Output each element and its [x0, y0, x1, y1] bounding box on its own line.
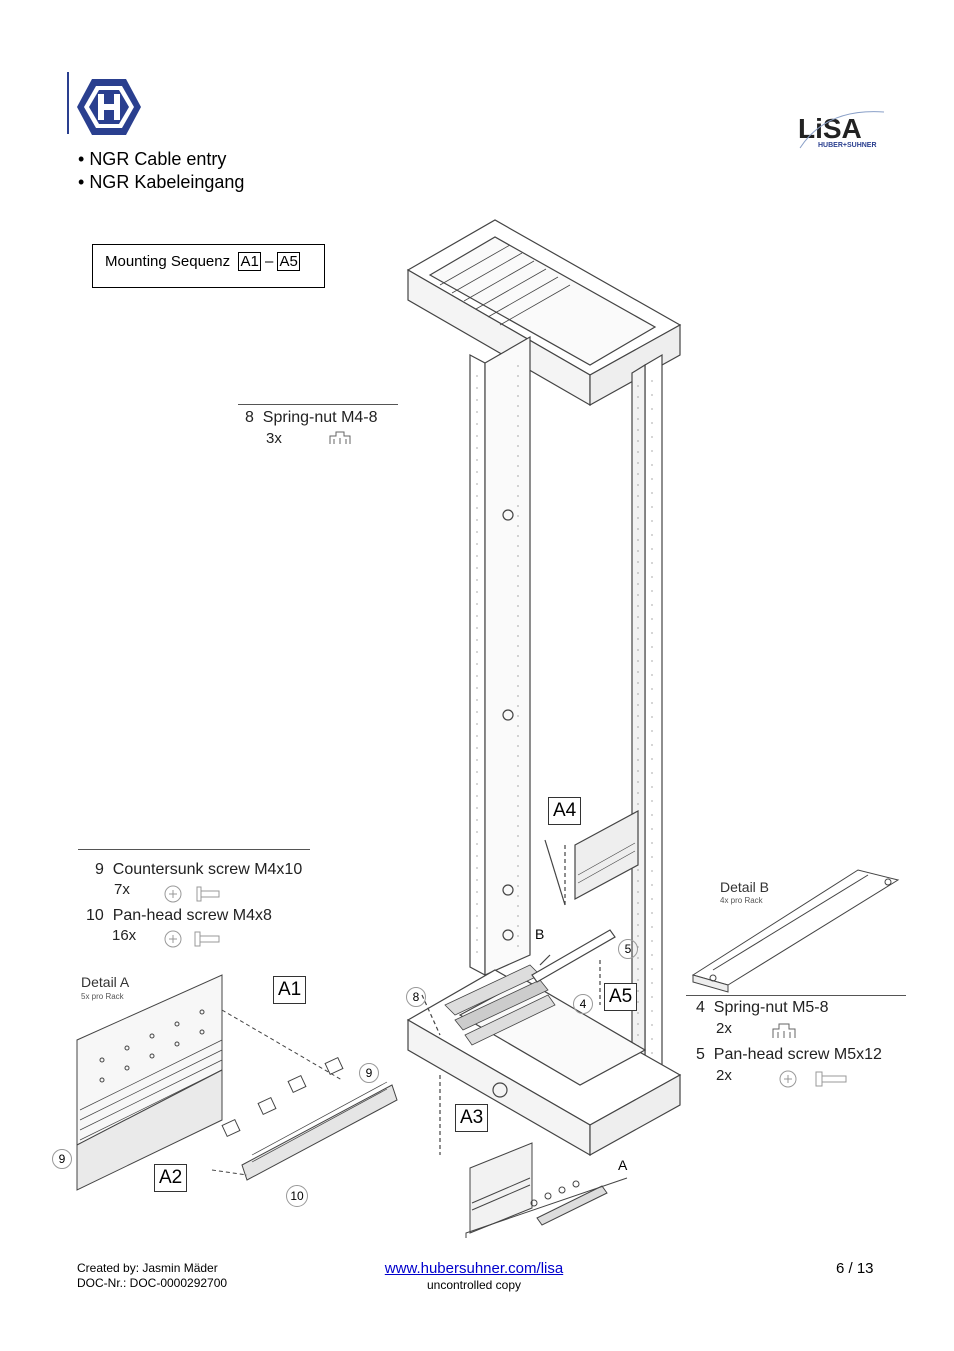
callout-letter-b: B — [535, 926, 545, 942]
rack-drawing — [406, 219, 682, 1157]
callout-a2: A2 — [154, 1164, 188, 1192]
detail-a3-drawing — [465, 1142, 628, 1238]
callout-num-4: 4 — [573, 994, 593, 1014]
part-9-num: 9 — [95, 861, 104, 878]
hubersuhner-logo — [76, 78, 142, 141]
part-9-qty: 7x — [114, 881, 130, 898]
part-5-qty: 2x — [716, 1067, 732, 1084]
spring-nut-icon — [329, 431, 351, 444]
bullet-german: NGR Kabeleingang — [78, 171, 244, 194]
part-5-name: 5 Pan-head screw M5x12 — [696, 1046, 882, 1064]
pan-head-screw-m5-icon — [779, 1070, 847, 1088]
callout-a5: A5 — [604, 983, 638, 1011]
part-4-name: 4 Spring-nut M5-8 — [696, 999, 829, 1017]
part-8-qty: 3x — [266, 430, 282, 447]
detail-b-sub: 4x pro Rack — [720, 896, 763, 905]
detail-b-title: Detail B — [720, 879, 770, 895]
part-9-label: Countersunk screw M4x10 — [112, 861, 303, 878]
part-9-name: 9 Countersunk screw M4x10 — [95, 861, 302, 879]
part4-rule — [686, 995, 906, 996]
sequence-label: Mounting Sequenz — [105, 253, 231, 270]
callout-num-9a: 9 — [359, 1063, 379, 1083]
footer-created: Created by: Jasmin Mäder — [77, 1261, 218, 1275]
callout-num-8: 8 — [406, 987, 426, 1007]
part-10-name: 10 Pan-head screw M4x8 — [86, 907, 272, 925]
part-10-num: 10 — [86, 907, 104, 924]
bullet-english: NGR Cable entry — [78, 148, 244, 171]
callout-a4: A4 — [548, 797, 582, 825]
part-4-num: 4 — [696, 999, 705, 1016]
detail-b-drawing — [691, 869, 900, 993]
detail-a-drawing — [76, 974, 398, 1191]
footer-meta: Created by: Jasmin Mäder DOC-Nr.: DOC-00… — [77, 1261, 227, 1291]
lisa-logo-text: LiSA — [798, 113, 862, 144]
part-8-label: Spring-nut M4-8 — [262, 409, 378, 426]
callout-letter-a: A — [618, 1157, 628, 1173]
part-5-num: 5 — [696, 1046, 705, 1063]
part-4-qty: 2x — [716, 1020, 732, 1037]
spring-nut-m5-icon — [772, 1023, 796, 1038]
pan-head-screw-icon — [164, 930, 220, 948]
part8-rule — [238, 404, 398, 405]
mounting-sequence-box: Mounting Sequenz A1 – A5 — [92, 244, 325, 288]
footer-link[interactable]: www.hubersuhner.com/lisa — [384, 1260, 564, 1277]
title-bullets: NGR Cable entry NGR Kabeleingang — [78, 148, 244, 194]
part-5-label: Pan-head screw M5x12 — [713, 1046, 882, 1063]
sequence-dash: – — [264, 253, 274, 270]
detail-a-sub: 5x pro Rack — [81, 992, 124, 1001]
sequence-from: A1 — [238, 252, 261, 271]
callout-a3: A3 — [455, 1104, 489, 1132]
callout-a1: A1 — [273, 976, 307, 1004]
footer-uncontrolled: uncontrolled copy — [426, 1278, 522, 1292]
part-8-name: 8 Spring-nut M4-8 — [245, 409, 378, 427]
footer-doc-number: DOC-Nr.: DOC-0000292700 — [77, 1276, 228, 1290]
sequence-to: A5 — [277, 252, 300, 271]
callout-num-10: 10 — [286, 1185, 308, 1207]
part-8-num: 8 — [245, 409, 254, 426]
footer-link-block: www.hubersuhner.com/lisa uncontrolled co… — [354, 1260, 594, 1292]
lisa-logo: LiSA HUBER+SUHNER — [796, 108, 888, 150]
callout-num-9b: 9 — [52, 1149, 72, 1169]
part-4-label: Spring-nut M5-8 — [713, 999, 829, 1016]
logo-rule — [67, 72, 69, 134]
lisa-logo-sub: HUBER+SUHNER — [818, 142, 877, 149]
part9-rule — [78, 849, 310, 850]
callout-num-5: 5 — [618, 939, 638, 959]
part-10-label: Pan-head screw M4x8 — [112, 907, 272, 924]
detail-a-title: Detail A — [81, 974, 130, 990]
countersunk-screw-icon — [164, 885, 220, 903]
page-number: 6 / 13 — [836, 1260, 874, 1277]
part-10-qty: 16x — [112, 927, 137, 944]
